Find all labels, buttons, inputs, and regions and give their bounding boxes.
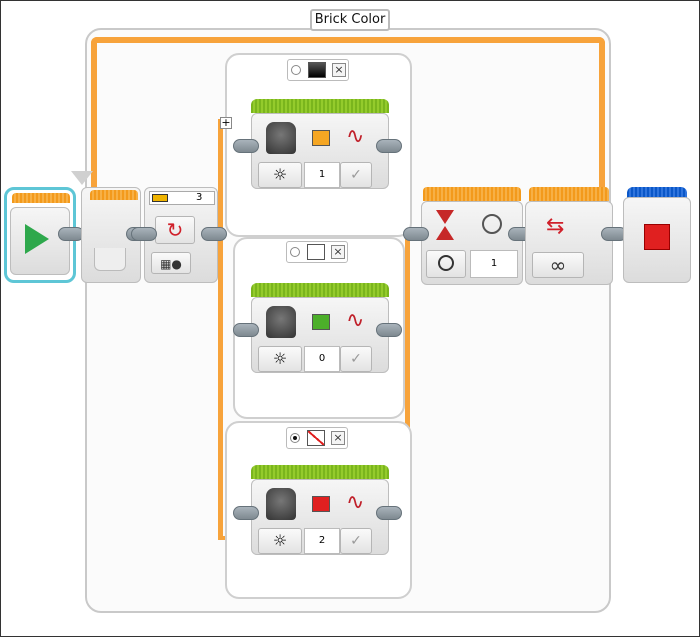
switch-input-value: 3 (196, 192, 203, 203)
stop-program-block[interactable] (623, 197, 691, 283)
switch-input-field[interactable]: 3 (149, 191, 215, 205)
case-3-plug-in[interactable] (233, 506, 259, 520)
switch-wire-left (218, 119, 223, 539)
case-3-default-radio[interactable] (290, 433, 300, 443)
case-2-plug-in[interactable] (233, 323, 259, 337)
stop-block-header (627, 187, 687, 199)
loop-start-header (90, 190, 138, 200)
loop-wire-top (91, 37, 605, 43)
brick-buttons-icon: ▦● (160, 257, 182, 271)
case-1-plug-in[interactable] (233, 139, 259, 153)
case-1-brick-status-icon (266, 122, 296, 154)
wait-mode-button[interactable] (426, 250, 466, 278)
loop-end-header (529, 187, 609, 201)
wait-seconds-value[interactable]: 1 (470, 250, 518, 278)
loop-name-label[interactable]: Brick Color (310, 9, 390, 31)
case-3-no-color-swatch[interactable] (307, 430, 325, 446)
loop-wire-left (91, 37, 97, 197)
loop-wire-arrow-icon (71, 171, 93, 185)
wait-block[interactable]: 1 (421, 201, 523, 285)
start-block-body (10, 207, 70, 275)
case-3-light-value[interactable]: 2 (304, 528, 340, 554)
infinity-icon: ∞ (549, 253, 567, 277)
case-3-pulse-toggle[interactable]: ✓ (340, 528, 372, 554)
case-1-close-button[interactable]: × (332, 63, 346, 77)
brick-buttons-mode-button[interactable]: ▦● (151, 252, 191, 274)
case-3-plug-out[interactable] (376, 506, 402, 520)
loop-wire-right (599, 37, 605, 197)
case-2-default-radio[interactable] (290, 247, 300, 257)
switch-wire-right (405, 119, 410, 539)
wait-block-header (423, 187, 521, 201)
case-2-light-value[interactable]: 0 (304, 346, 340, 372)
case-1-default-radio[interactable] (291, 65, 301, 75)
stop-icon (644, 224, 670, 250)
case-3-pulse-icon: ∿ (346, 490, 365, 515)
case-3-light-color[interactable] (312, 496, 330, 512)
case-1-light-value[interactable]: 1 (304, 162, 340, 188)
loop-entry-icon (94, 248, 126, 271)
case-3-brick-light-block[interactable]: ∿ ☼ 2 ✓ (251, 479, 389, 555)
case-2-pulse-toggle[interactable]: ✓ (340, 346, 372, 372)
case-1-brick-light-block[interactable]: ∿ ☼ 1 ✓ (251, 113, 389, 189)
case-1-light-color[interactable] (312, 130, 330, 146)
play-icon (25, 224, 49, 254)
add-case-button[interactable]: + (220, 116, 232, 129)
switch-icon: ↻ (166, 218, 184, 242)
sequence-plug-wait-in[interactable] (403, 227, 429, 241)
case-2-color-swatch[interactable] (307, 244, 325, 260)
case-2-pulse-icon: ∿ (346, 308, 365, 333)
case-2-light-color[interactable] (312, 314, 330, 330)
case-1-light-block-header (251, 99, 389, 113)
start-block-header (12, 193, 70, 203)
case-1-color-swatch[interactable] (308, 62, 326, 78)
timer-icon (482, 214, 502, 234)
case-3-light-block-header (251, 465, 389, 479)
case-3-light-mode-button[interactable]: ☼ (258, 528, 302, 554)
loop-mode-button[interactable]: ∞ (532, 252, 584, 278)
case-2-light-mode-button[interactable]: ☼ (258, 346, 302, 372)
loop-end-block[interactable]: ⇆ ∞ (525, 201, 613, 285)
case-2-brick-light-block[interactable]: ∿ ☼ 0 ✓ (251, 297, 389, 373)
case-1-pulse-icon: ∿ (346, 124, 365, 149)
loop-icon: ⇆ (546, 214, 565, 239)
sequence-plug-switch-in[interactable] (131, 227, 157, 241)
case-1-light-mode-button[interactable]: ☼ (258, 162, 302, 188)
hourglass-icon (436, 210, 454, 240)
case-1-pulse-toggle[interactable]: ✓ (340, 162, 372, 188)
case-3-close-button[interactable]: × (331, 431, 345, 445)
stopwatch-icon (438, 255, 454, 271)
case-1-plug-out[interactable] (376, 139, 402, 153)
case-3-brick-status-icon (266, 488, 296, 520)
brick-port-icon (152, 194, 168, 202)
case-2-light-block-header (251, 283, 389, 297)
case-2-plug-out[interactable] (376, 323, 402, 337)
switch-mode-selector[interactable]: ↻ (155, 216, 195, 244)
case-2-close-button[interactable]: × (331, 245, 345, 259)
case-2-brick-status-icon (266, 306, 296, 338)
sequence-plug-switch-out[interactable] (201, 227, 227, 241)
